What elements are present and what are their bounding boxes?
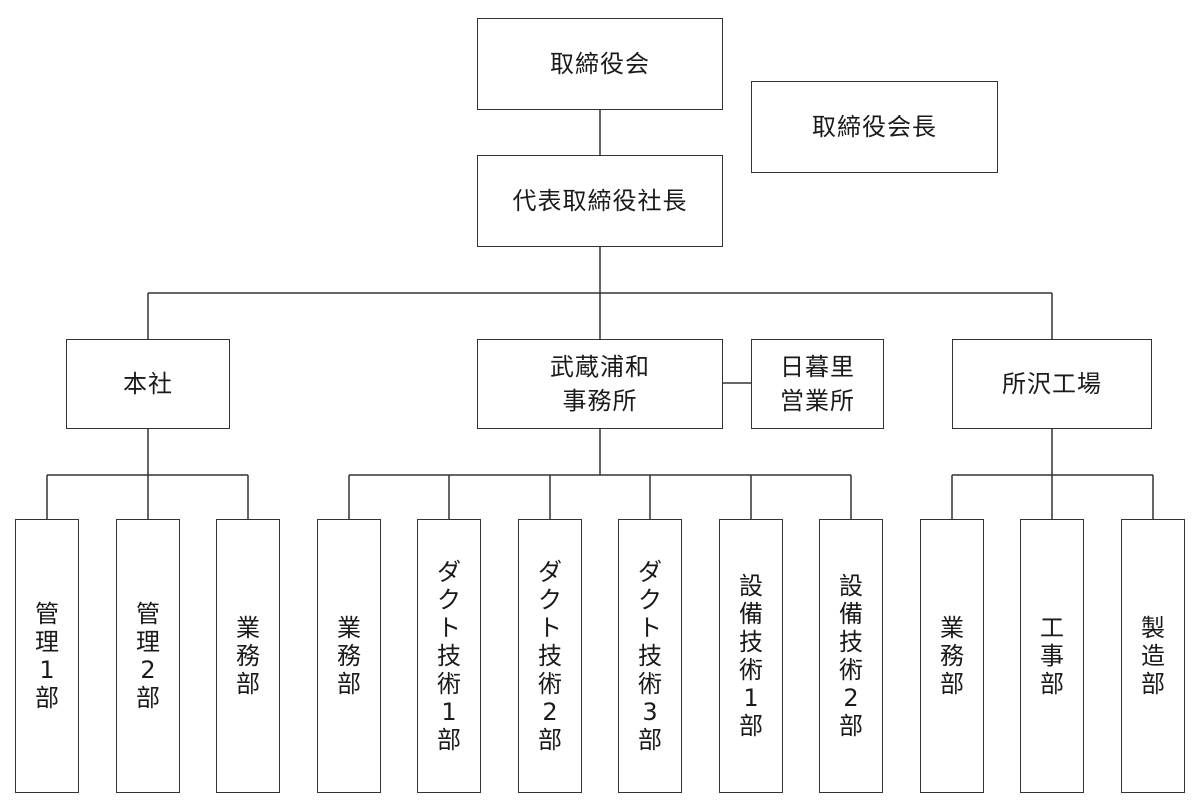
dept-label: 業務部 [336, 614, 361, 698]
dept-label: ダクト技術1部 [436, 558, 461, 754]
tokorozawa-dept-2: 工事部 [1020, 519, 1084, 793]
head-office-dept-2: 管理2部 [116, 519, 180, 793]
urawa-dept-4: ダクト技術3部 [618, 519, 682, 793]
chairman-label: 取締役会長 [812, 113, 937, 141]
urawa-office-box: 武蔵浦和 事務所 [477, 339, 723, 429]
head-office-dept-1: 管理1部 [15, 519, 79, 793]
tokorozawa-dept-1: 業務部 [920, 519, 984, 793]
urawa-dept-2: ダクト技術1部 [417, 519, 481, 793]
urawa-dept-1: 業務部 [317, 519, 381, 793]
dept-label: 業務部 [235, 614, 260, 698]
dept-label: 管理1部 [34, 600, 59, 712]
dept-label: 設備技術1部 [738, 572, 763, 740]
urawa-dept-6: 設備技術2部 [819, 519, 883, 793]
dept-label: ダクト技術2部 [537, 558, 562, 754]
president-label: 代表取締役社長 [512, 187, 688, 215]
head-office-dept-3: 業務部 [216, 519, 280, 793]
dept-label: 工事部 [1039, 614, 1064, 698]
chairman-box: 取締役会長 [751, 81, 998, 173]
urawa-office-label: 武蔵浦和 事務所 [550, 353, 650, 415]
board-label: 取締役会 [550, 50, 650, 78]
urawa-dept-5: 設備技術1部 [719, 519, 783, 793]
head-office-label: 本社 [123, 370, 173, 398]
dept-label: 管理2部 [135, 600, 160, 712]
nippori-office-label: 日暮里 営業所 [780, 353, 855, 415]
dept-label: 設備技術2部 [838, 572, 863, 740]
urawa-dept-3: ダクト技術2部 [518, 519, 582, 793]
nippori-office-box: 日暮里 営業所 [751, 339, 884, 429]
tokorozawa-factory-box: 所沢工場 [952, 339, 1152, 429]
board-box: 取締役会 [477, 18, 723, 110]
dept-label: ダクト技術3部 [637, 558, 662, 754]
president-box: 代表取締役社長 [477, 155, 723, 247]
dept-label: 業務部 [939, 614, 964, 698]
tokorozawa-dept-3: 製造部 [1121, 519, 1185, 793]
dept-label: 製造部 [1140, 614, 1165, 698]
tokorozawa-factory-label: 所沢工場 [1002, 370, 1102, 398]
head-office-box: 本社 [66, 339, 230, 429]
